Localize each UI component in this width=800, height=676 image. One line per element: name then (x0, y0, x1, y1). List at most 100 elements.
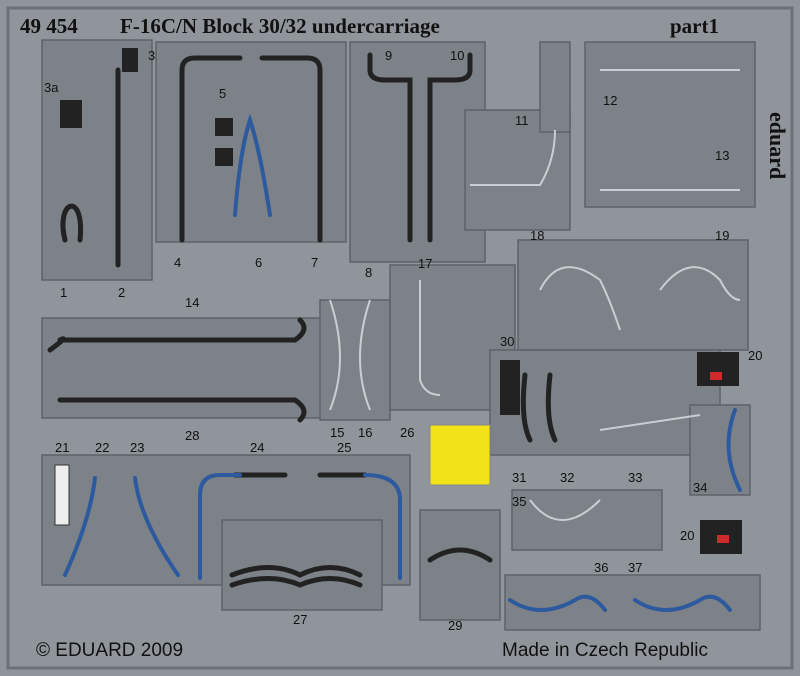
part-10-cable (427, 52, 473, 243)
part-label-9: 9 (385, 48, 393, 63)
part-label-3: 3 (148, 48, 156, 63)
part-15-wire (329, 299, 341, 411)
panel-27 (221, 519, 383, 611)
panel-4-7 (155, 41, 347, 243)
placards (54, 48, 742, 554)
part-label-20-upper: 20 (748, 348, 763, 363)
part-5-placard-b (215, 148, 233, 166)
part-label-27: 27 (293, 612, 308, 627)
part-label-1: 1 (60, 285, 68, 300)
part-label-10: 10 (450, 48, 465, 63)
panel-15-16 (319, 299, 391, 421)
panel-1-3 (41, 39, 153, 281)
part-24-cable (198, 473, 242, 580)
part-label-33: 33 (628, 470, 643, 485)
part-label-4: 4 (174, 255, 182, 270)
part-20-red-mark-b (717, 535, 729, 543)
part-label-37: 37 (628, 560, 643, 575)
part-label-36: 36 (594, 560, 609, 575)
part-label-34: 34 (693, 480, 708, 495)
panel-14 (41, 317, 328, 419)
fret-panels (41, 39, 761, 631)
part-label-24: 24 (250, 440, 265, 455)
part-9-cable (367, 52, 413, 243)
part-label-2: 2 (118, 285, 126, 300)
part-25-cable (363, 473, 402, 580)
part-20-red-mark-a (710, 372, 722, 380)
fret-border (6, 6, 794, 670)
set-number: 49 454 (20, 14, 78, 38)
part-35-wire (529, 499, 601, 521)
part-5-placard-a (215, 118, 233, 136)
part-26-yellow-plate (429, 424, 491, 486)
part-6-cable (233, 113, 272, 217)
part-14-upper (57, 317, 307, 343)
part-label-8: 8 (365, 265, 373, 280)
panel-12-13 (584, 41, 756, 208)
part-31-cable (520, 372, 533, 443)
part-11-wire (470, 129, 556, 186)
part-23-cable (133, 476, 180, 577)
copyright-text: © EDUARD 2009 (36, 640, 184, 661)
set-part: part1 (670, 14, 719, 38)
part-21-placard (54, 464, 70, 526)
part-3-placard (122, 48, 138, 72)
part-label-7: 7 (311, 255, 319, 270)
panel-29 (419, 509, 501, 621)
part-label-12: 12 (603, 93, 618, 108)
part-label-13: 13 (715, 148, 730, 163)
part-label-16: 16 (358, 425, 373, 440)
part-22-cable (63, 476, 97, 577)
part-label-32: 32 (560, 470, 575, 485)
part-label-21: 21 (55, 440, 70, 455)
part-label-15: 15 (330, 425, 345, 440)
part-label-5: 5 (219, 86, 227, 101)
part-label-22: 22 (95, 440, 110, 455)
panel-35 (511, 489, 663, 551)
part-label-6: 6 (255, 255, 263, 270)
part-14-lower (57, 397, 307, 423)
part-27-cables-b (229, 576, 363, 588)
panel-36-37 (504, 574, 761, 631)
part-19-wire (659, 266, 741, 301)
black-parts (47, 52, 558, 588)
part-label-11: 11 (515, 113, 529, 128)
part-label-29: 29 (448, 618, 463, 633)
part-label-19: 19 (715, 228, 730, 243)
panel-18-19 (517, 239, 749, 351)
part-32-cable (545, 372, 558, 443)
part-label-17: 17 (418, 256, 433, 271)
panel-34 (689, 404, 751, 496)
part-label-28: 28 (185, 428, 200, 443)
part-18-wire (539, 266, 621, 331)
part-30-placard (500, 360, 520, 415)
part-label-31: 31 (512, 470, 527, 485)
part-20-placard-a (697, 352, 739, 386)
part-label-14: 14 (185, 295, 200, 310)
part-27-cables (229, 565, 363, 578)
part-label-35: 35 (512, 494, 527, 509)
light-wiring (329, 69, 741, 521)
part-14-end-a (47, 336, 66, 353)
part-16-wire (359, 299, 371, 411)
set-title: F-16C/N Block 30/32 undercarriage (120, 14, 440, 38)
origin-text: Made in Czech Republic (502, 640, 708, 661)
blue-parts (63, 113, 742, 612)
part-17-wire (419, 280, 441, 396)
part-1-cable (60, 203, 84, 243)
part-label-3a: 3a (44, 80, 59, 95)
part-4-cable (179, 55, 243, 243)
part-label-23: 23 (130, 440, 145, 455)
part-36-cable (508, 594, 607, 612)
part-label-20-lower: 20 (680, 528, 695, 543)
part-29-cables (427, 547, 493, 563)
part-7-cable (259, 55, 323, 243)
part-label-18: 18 (530, 228, 545, 243)
part-34-cable (726, 408, 742, 492)
part-33-wire (599, 414, 701, 431)
panel-11-top (539, 41, 571, 133)
brand-logo: eduard (765, 112, 790, 180)
part-label-26: 26 (400, 425, 415, 440)
